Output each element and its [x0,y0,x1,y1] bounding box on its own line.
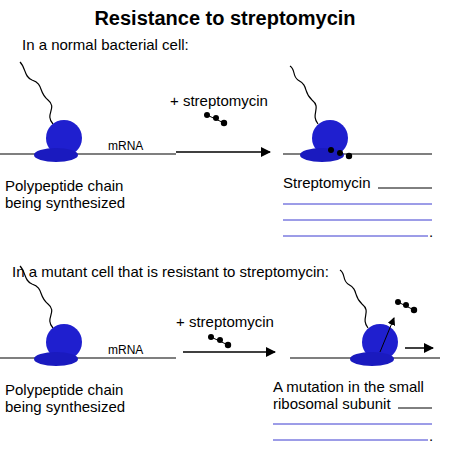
period: . [429,427,439,444]
small-subunit [300,148,344,162]
part-label: Polypeptide chain being synthesized [5,177,155,211]
prompt-text: A mutation in the small ribosomal subuni… [273,378,445,412]
mrna-strand [0,153,176,154]
polypeptide-chain [20,62,53,124]
reagent-label: + streptomycin [176,313,296,330]
reaction-arrow [183,351,275,353]
answer-line [283,204,432,205]
streptomycin-molecule [208,334,231,348]
reagent-label: + streptomycin [170,92,290,109]
part-label: Polypeptide chain being synthesized [5,381,155,415]
answer-blank [398,408,432,409]
answer-line [273,424,432,425]
diagram-title: Resistance to streptomycin [0,6,450,30]
streptomycin-molecule [204,112,227,126]
mrna-label: mRNA [108,139,168,153]
released-streptomycin [395,299,417,313]
answer-line [283,220,432,221]
mrna-strand [0,357,176,358]
answer-line [283,236,428,237]
polypeptide-chain [290,66,318,124]
mrna-label: mRNA [108,343,168,357]
section-heading: In a normal bacterial cell: [22,36,422,53]
small-subunit [350,352,394,366]
period: . [429,223,439,240]
section-heading: In a mutant cell that is resistant to st… [12,263,442,280]
repel-arrow [380,318,394,352]
prompt-text: Streptomycin [283,174,383,191]
polypeptide-chain [340,270,368,328]
bound-streptomycin [328,147,352,159]
answer-blank [378,188,432,189]
movement-arrow [405,347,433,349]
small-subunit [34,148,78,162]
answer-line [273,440,428,441]
reaction-arrow [176,151,270,153]
small-subunit [34,352,78,366]
